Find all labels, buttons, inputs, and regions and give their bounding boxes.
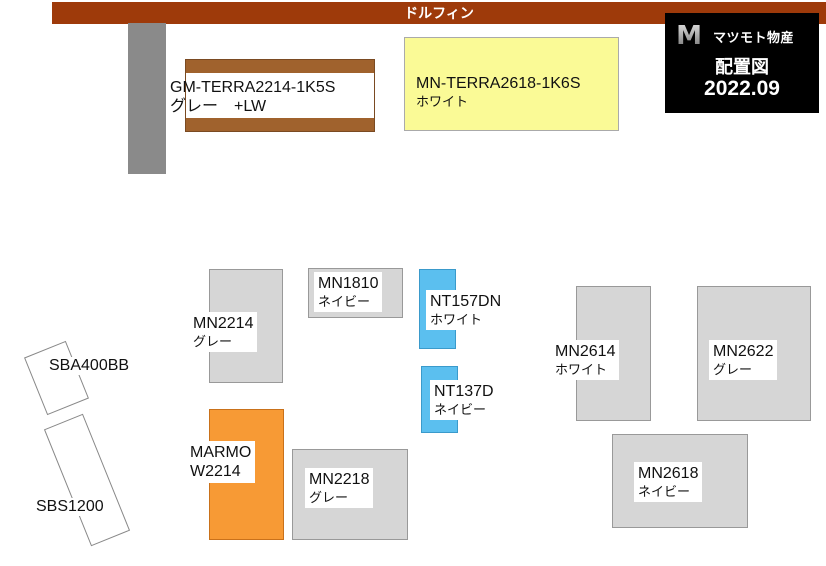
item-color: ネイビー	[638, 484, 691, 499]
pillar	[128, 23, 166, 174]
item-color: グレー	[713, 362, 753, 377]
item-model: MN1810	[318, 275, 379, 292]
brand-name: マツモト物産	[713, 29, 795, 45]
sba400bb-outline	[24, 340, 89, 416]
bed-gm-terra2214	[185, 59, 375, 132]
sba400bb-label: SBA400BB	[47, 357, 132, 375]
item-color: ネイビー	[318, 294, 371, 309]
item-label: MN-TERRA2618-1K6S ホワイト	[412, 72, 585, 112]
item-model: NT137D	[434, 383, 494, 400]
item-label: GM-TERRA2214-1K5S グレー +LW	[166, 76, 339, 118]
item-label: MARMO W2214	[186, 441, 256, 483]
bed-gm-terra2214-top	[186, 73, 374, 118]
layout-date: 2022.09	[704, 77, 780, 100]
item-color: ネイビー	[434, 402, 487, 417]
logo-block: M マツモト物産 配置図 2022.09	[665, 13, 819, 113]
layout-title: 配置図	[715, 57, 769, 77]
item-model: MN2214	[193, 315, 254, 332]
item-label: MN2218 グレー	[305, 468, 374, 508]
item-color: グレー +LW	[170, 98, 267, 115]
store-banner: ドルフィン	[52, 2, 826, 24]
item-label: MN2618 ネイビー	[634, 462, 703, 502]
item-color: グレー	[193, 334, 233, 349]
item-color: ホワイト	[555, 362, 608, 377]
item-model: MN2614	[555, 343, 616, 360]
bed-mn-terra2618	[404, 37, 619, 131]
brand-m-icon: M	[676, 21, 702, 51]
item-model: GM-TERRA2214-1K5S	[170, 79, 336, 96]
item-color: ホワイト	[416, 94, 469, 109]
item-color: グレー	[309, 490, 349, 505]
item-model: MN2618	[638, 465, 699, 482]
sbs1200-label: SBS1200	[34, 498, 106, 516]
item-model: MARMO	[190, 444, 252, 461]
item-label: MN1810 ネイビー	[314, 272, 383, 312]
item-color: W2214	[190, 463, 241, 480]
item-color: ホワイト	[430, 312, 483, 327]
item-label: MN2622 グレー	[709, 340, 778, 380]
item-label: MN2214 グレー	[189, 312, 258, 352]
item-model: MN2218	[309, 471, 370, 488]
item-model: NT157DN	[430, 293, 502, 310]
item-label: NT137D ネイビー	[430, 380, 498, 420]
item-model: MN-TERRA2618-1K6S	[416, 75, 581, 92]
sbs1200-outline	[43, 413, 131, 547]
item-label: NT157DN ホワイト	[426, 290, 506, 330]
item-label: MN2614 ホワイト	[551, 340, 620, 380]
item-model: MN2622	[713, 343, 774, 360]
